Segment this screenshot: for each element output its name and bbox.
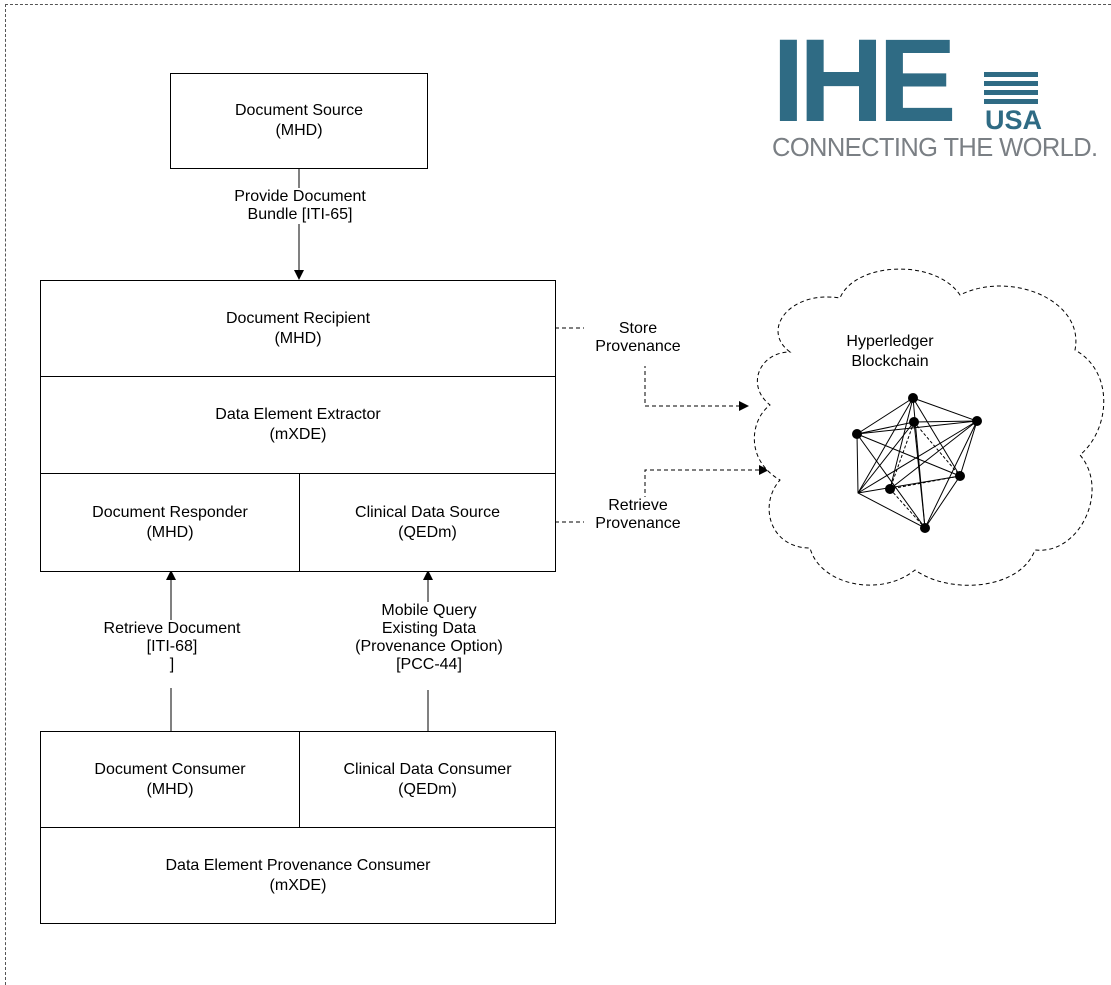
mobile-query-line-3: (Provenance Option) (355, 638, 503, 655)
diagram-frame (5, 4, 1111, 985)
retrieve-document-line-3: ] (169, 656, 175, 673)
clinical-data-consumer-cell: Clinical Data Consumer (QEDm) (300, 732, 555, 828)
cloud-title-line-1: Hyperledger (846, 333, 934, 350)
data-element-provenance-consumer-profile: (mXDE) (269, 876, 327, 894)
document-responder-profile: (MHD) (146, 523, 194, 541)
recipient-stack: Document Recipient (MHD) Data Element Ex… (40, 280, 556, 572)
clinical-data-consumer-name: Clinical Data Consumer (343, 760, 512, 778)
clinical-data-source-cell: Clinical Data Source (QEDm) (300, 474, 555, 571)
store-provenance-label: Store Provenance (584, 320, 692, 366)
document-consumer-profile: (MHD) (146, 780, 194, 798)
provide-document-bundle-line-2: Bundle [ITI-65] (247, 206, 353, 223)
logo-tagline: CONNECTING THE WORLD. (772, 134, 1098, 162)
provide-document-bundle-line-1: Provide Document (234, 188, 366, 205)
document-consumer-name: Document Consumer (94, 760, 246, 778)
retrieve-provenance-line-2: Provenance (595, 515, 681, 532)
logo-usa: USA (985, 105, 1043, 135)
clinical-data-source-name: Clinical Data Source (355, 503, 500, 521)
document-source-name: Document Source (234, 102, 364, 119)
document-recipient-cell: Document Recipient (MHD) (41, 281, 555, 377)
document-responder-name: Document Responder (92, 503, 248, 521)
cloud-title-line-2: Blockchain (851, 353, 929, 370)
document-consumer-cell: Document Consumer (MHD) (41, 732, 300, 828)
logo-stripes-icon (984, 72, 1038, 104)
mobile-query-line-1: Mobile Query (381, 602, 477, 619)
blockchain-cloud (753, 268, 1105, 586)
document-recipient-profile: (MHD) (274, 329, 322, 347)
provide-document-bundle-label: Provide Document Bundle [ITI-65] (218, 188, 382, 224)
data-element-extractor-name: Data Element Extractor (215, 406, 381, 423)
retrieve-document-line-1: Retrieve Document (103, 620, 241, 637)
document-responder-cell: Document Responder (MHD) (41, 474, 300, 571)
document-source-profile: (MHD) (275, 122, 323, 139)
retrieve-provenance-label: Retrieve Provenance (584, 497, 692, 543)
clinical-data-consumer-profile: (QEDm) (398, 780, 457, 798)
data-element-extractor-cell: Data Element Extractor (mXDE) (41, 377, 555, 474)
ihe-usa-logo: IHE USA CONNECTING THE WORLD. (772, 22, 1102, 168)
logo-letters: IHE (772, 15, 957, 147)
store-provenance-line-2: Provenance (595, 338, 681, 355)
blockchain-icon (852, 393, 982, 533)
data-element-provenance-consumer-cell: Data Element Provenance Consumer (mXDE) (41, 828, 555, 923)
data-element-extractor-profile: (mXDE) (269, 426, 327, 443)
mobile-query-line-2: Existing Data (381, 620, 477, 637)
consumer-stack: Document Consumer (MHD) Clinical Data Co… (40, 731, 556, 924)
retrieve-document-label: Retrieve Document [ITI-68] ] (87, 620, 257, 688)
mobile-query-line-4: [PCC-44] (396, 656, 462, 673)
document-source-box: Document Source (MHD) (170, 73, 428, 169)
store-provenance-line-1: Store (618, 320, 658, 337)
retrieve-document-line-2: [ITI-68] (146, 638, 198, 655)
document-recipient-name: Document Recipient (225, 309, 371, 327)
clinical-data-source-profile: (QEDm) (398, 523, 457, 541)
data-element-provenance-consumer-name: Data Element Provenance Consumer (165, 856, 431, 874)
mobile-query-label: Mobile Query Existing Data (Provenance O… (340, 602, 518, 690)
retrieve-provenance-line-1: Retrieve (608, 497, 668, 514)
cloud-title: Hyperledger Blockchain (830, 332, 950, 372)
